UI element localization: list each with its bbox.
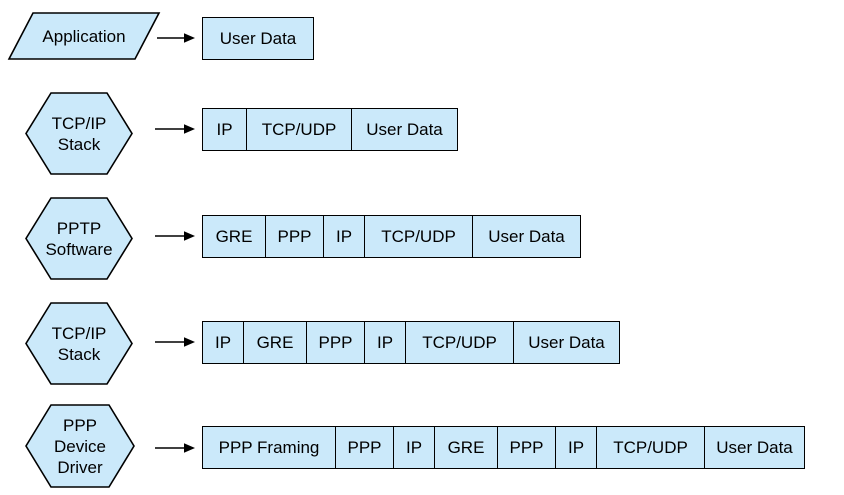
encapsulation-arrow	[155, 335, 195, 349]
encapsulation-arrow	[155, 122, 195, 136]
packet-field: IP	[203, 322, 244, 363]
packet-field: PPP	[266, 216, 324, 257]
packet-field: TCP/UDP	[247, 109, 352, 150]
packet-field: PPP	[498, 427, 556, 468]
arrow-head-icon	[184, 124, 195, 134]
packet-application: User Data	[202, 17, 314, 60]
parallelogram-shape	[7, 12, 161, 60]
encapsulation-arrow	[155, 441, 195, 455]
hexagon-shape	[25, 197, 133, 280]
arrow-head-icon	[184, 443, 195, 453]
encapsulation-arrow	[157, 31, 195, 45]
packet-field: IP	[365, 322, 406, 363]
packet-field: PPP	[307, 322, 365, 363]
packet-field: User Data	[473, 216, 580, 257]
hexagon-shape	[25, 404, 135, 488]
arrow-head-icon	[184, 337, 195, 347]
packet-field: User Data	[705, 427, 804, 468]
arrow-head-icon	[184, 33, 195, 43]
packet-field: TCP/UDP	[365, 216, 473, 257]
packet-field: IP	[394, 427, 435, 468]
arrow-head-icon	[184, 231, 195, 241]
hexagon-shape	[25, 302, 133, 385]
packet-field: IP	[556, 427, 597, 468]
packet-field: User Data	[352, 109, 457, 150]
packet-field: GRE	[203, 216, 266, 257]
packet-field: PPP Framing	[203, 427, 336, 468]
hexagon-shape	[25, 92, 133, 175]
packet-field: GRE	[435, 427, 498, 468]
encapsulation-arrow	[155, 229, 195, 243]
packet-field: TCP/UDP	[597, 427, 705, 468]
packet-field: IP	[203, 109, 247, 150]
packet-field: User Data	[203, 18, 313, 59]
layer-shape-application: Application	[7, 12, 161, 60]
packet-field: User Data	[514, 322, 619, 363]
packet-field: GRE	[244, 322, 307, 363]
packet-field: IP	[324, 216, 365, 257]
packet-field: PPP	[336, 427, 394, 468]
packet-field: TCP/UDP	[406, 322, 514, 363]
